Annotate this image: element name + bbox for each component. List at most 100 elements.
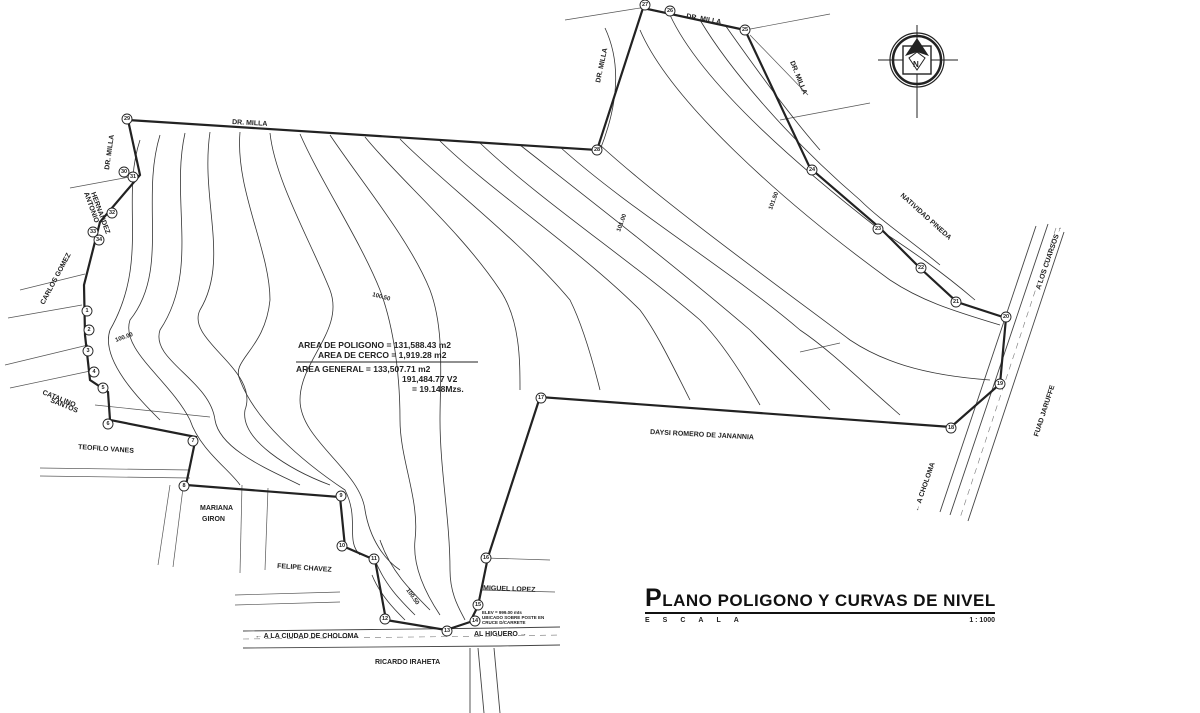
svg-text:13: 13 <box>444 628 450 634</box>
road-label-higuero: AL HIGUERO → <box>474 631 527 638</box>
svg-text:28: 28 <box>594 147 600 153</box>
scale-value: 1 : 1000 <box>969 617 995 624</box>
road-east <box>939 223 1065 522</box>
svg-text:23: 23 <box>875 226 881 232</box>
svg-text:6: 6 <box>106 421 109 427</box>
svg-text:ELEV = 999.00 mts: ELEV = 999.00 mts <box>482 610 522 615</box>
owner-mariana-1: MARIANA <box>200 505 233 512</box>
vertex-19: 19 <box>994 378 1006 390</box>
vertex-14: 14 <box>469 615 481 627</box>
vertex-4: 4 <box>88 366 100 378</box>
svg-text:30: 30 <box>121 169 127 175</box>
owner-dr-milla-top: DR. MILLA <box>232 119 268 128</box>
vertex-31: 31 <box>127 171 139 183</box>
area-manzanas: = 19.148Mzs. <box>412 384 464 394</box>
vertex-8: 8 <box>178 480 190 492</box>
contour-lines <box>108 14 1001 621</box>
svg-text:19: 19 <box>997 381 1003 387</box>
svg-text:12: 12 <box>382 616 388 622</box>
plan-title: PLANO POLIGONO Y CURVAS DE NIVEL <box>645 584 996 612</box>
vertex-7: 7 <box>187 435 199 447</box>
vertex-32: 32 <box>106 207 118 219</box>
owner-fuad-jaruffe: FUAD JARUFFE <box>1033 384 1056 438</box>
svg-text:20: 20 <box>1003 314 1009 320</box>
vertex-29: 29 <box>121 113 133 125</box>
owner-dr-milla-west: DR. MILLA <box>595 47 609 83</box>
svg-text:CRUCE D/CARRETE: CRUCE D/CARRETE <box>482 620 526 625</box>
vertex-15: 15 <box>472 599 484 611</box>
contour-labels: 100.00 100.50 101.00 101.50 100.50 <box>115 191 781 607</box>
road-label-choloma: ← A LA CIUDAD DE CHOLOMA <box>255 633 358 640</box>
svg-text:25: 25 <box>742 27 748 33</box>
vertex-3: 3 <box>82 345 94 357</box>
svg-text:16: 16 <box>483 555 489 561</box>
svg-text:5: 5 <box>101 385 104 391</box>
vertex-22: 22 <box>915 262 927 274</box>
contour-label-100-50: 100.50 <box>371 292 391 303</box>
boundary-polygon <box>82 6 1008 632</box>
owner-natividad-pineda: NATIVIDAD PINEDA <box>899 192 953 241</box>
svg-text:31: 31 <box>130 174 136 180</box>
vertex-17: 17 <box>535 392 547 404</box>
svg-text:18: 18 <box>948 425 954 431</box>
area-summary: AREA DE POLIGONO = 131,588.43 m2 AREA DE… <box>296 340 478 394</box>
title-rule <box>645 612 995 614</box>
owner-dr-milla-left: DR. MILLA <box>104 134 116 170</box>
adjacent-property-lines <box>4 7 871 606</box>
vertex-34: 34 <box>93 234 105 246</box>
vertex-10: 10 <box>336 540 348 552</box>
svg-text:24: 24 <box>809 167 816 173</box>
area-cerco: AREA DE CERCO = 1,919.28 m2 <box>318 350 447 360</box>
area-varas: 191,484.77 V2 <box>402 374 458 384</box>
svg-text:29: 29 <box>124 116 130 122</box>
svg-text:27: 27 <box>642 2 648 8</box>
svg-text:2: 2 <box>87 327 90 333</box>
vertex-25: 25 <box>739 24 751 36</box>
vertex-13: 13 <box>441 625 453 637</box>
road-label-cuarsos: A LOS CUARSOS → <box>1035 225 1063 291</box>
owner-ricardo-iraheta: RICARDO IRAHETA <box>375 659 440 666</box>
owner-daysi-romero: DAYSI ROMERO DE JANANNIA <box>650 429 754 441</box>
area-poligono: AREA DE POLIGONO = 131,588.43 m2 <box>298 340 451 350</box>
svg-text:11: 11 <box>371 556 377 562</box>
svg-text:17: 17 <box>538 395 544 401</box>
svg-text:4: 4 <box>92 369 96 375</box>
owner-labels: DR. MILLA DR. MILLA DR. MILLA DR. MILLA … <box>40 13 1057 666</box>
title-subline: ESCALA 1 : 1000 <box>645 617 995 624</box>
svg-text:14: 14 <box>472 618 479 624</box>
vertex-5: 5 <box>97 382 109 394</box>
owner-mariana-2: GIRON <box>202 516 225 523</box>
contour-label-101-50: 101.50 <box>768 191 780 211</box>
svg-text:9: 9 <box>339 493 342 499</box>
owner-miguel-lopez: MIGUEL LOPEZ <box>483 585 536 594</box>
owner-felipe-chavez: FELIPE CHAVEZ <box>277 563 333 574</box>
vertex-11: 11 <box>368 553 380 565</box>
vertex-2: 2 <box>83 324 95 336</box>
svg-text:21: 21 <box>953 299 959 305</box>
svg-text:26: 26 <box>667 8 673 14</box>
vertex-24: 24 <box>806 164 818 176</box>
owner-dr-milla-right: DR. MILLA <box>686 13 722 26</box>
area-general: AREA GENERAL = 133,507.71 m2 <box>296 364 431 374</box>
vertex-markers: 1 2 3 4 5 6 7 8 9 10 11 12 13 14 15 16 1… <box>81 0 1012 637</box>
svg-text:8: 8 <box>182 483 185 489</box>
road-label-a-choloma: ← A CHOLOMA <box>913 462 936 513</box>
vertex-16: 16 <box>480 552 492 564</box>
svg-text:32: 32 <box>109 210 115 216</box>
svg-text:10: 10 <box>339 543 345 549</box>
svg-text:3: 3 <box>86 348 89 354</box>
svg-text:15: 15 <box>475 602 481 608</box>
vertex-21: 21 <box>950 296 962 308</box>
svg-text:7: 7 <box>191 438 194 444</box>
owner-teofilo-vanes: TEOFILO VANES <box>78 444 135 455</box>
svg-text:UBICADO SOBRE POSTE EN: UBICADO SOBRE POSTE EN <box>482 615 544 620</box>
vertex-30: 30 <box>118 166 130 178</box>
svg-text:1: 1 <box>85 308 88 314</box>
svg-text:33: 33 <box>90 229 96 235</box>
vertex-20: 20 <box>1000 311 1012 323</box>
road-choloma <box>242 626 561 713</box>
svg-text:N: N <box>913 60 919 69</box>
svg-text:22: 22 <box>918 265 924 271</box>
svg-text:34: 34 <box>96 237 103 243</box>
